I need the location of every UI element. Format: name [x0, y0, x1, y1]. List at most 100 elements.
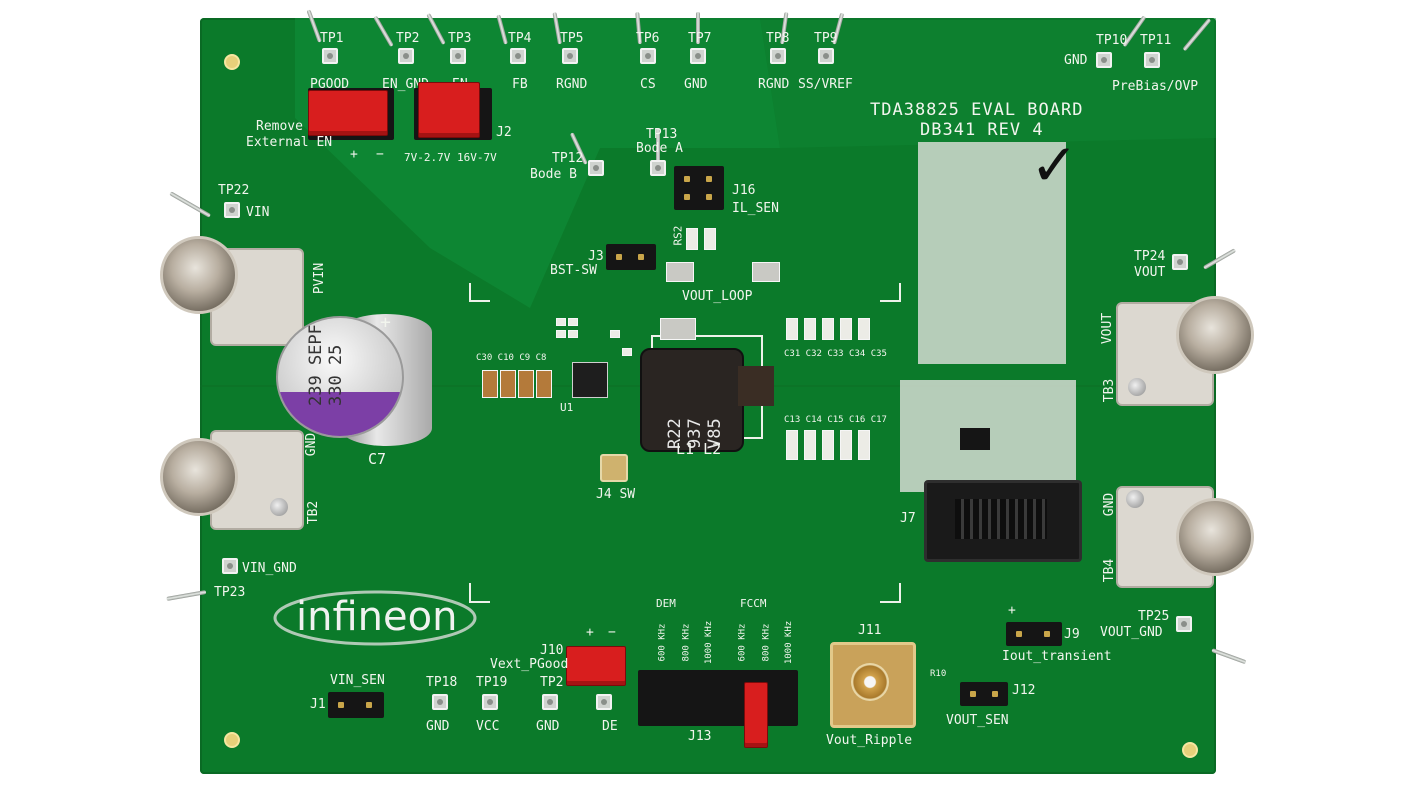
vout-sen-label: VOUT_SEN — [946, 713, 1009, 728]
tp7-pad[interactable] — [690, 48, 706, 64]
vout-loop-pad-right[interactable] — [752, 262, 780, 282]
tp1-pad[interactable] — [322, 48, 338, 64]
j10-jumper[interactable] — [566, 646, 626, 686]
c15-cap — [822, 430, 834, 460]
tp7-signal: GND — [684, 77, 708, 92]
en-jumper[interactable] — [308, 90, 388, 136]
external-en-label: External EN — [246, 135, 333, 150]
j2-jumper[interactable] — [418, 82, 480, 138]
pvin-terminal[interactable] — [160, 236, 238, 314]
tb3-screw — [1128, 378, 1146, 396]
freq-1000-fccm: 1000 KHz — [784, 620, 795, 665]
tp10-pad[interactable] — [1096, 52, 1112, 68]
freq-600-dem: 600 KHz — [657, 623, 668, 662]
tp11-signal: PreBias/OVP — [1112, 79, 1199, 94]
j16-header[interactable] — [674, 166, 724, 210]
j10-label: J10 — [540, 643, 564, 658]
tp13-pad[interactable] — [650, 160, 666, 176]
fccm-label: FCCM — [740, 597, 767, 610]
tp24-pad[interactable] — [1172, 254, 1188, 270]
j3-header[interactable] — [606, 244, 656, 270]
tp20-pad[interactable] — [542, 694, 558, 710]
vext-pgood-label: Vext_PGood — [490, 657, 569, 672]
tp21-pad[interactable] — [596, 694, 612, 710]
j4-sw-connector[interactable] — [600, 454, 628, 482]
board-revision: DB341 REV 4 — [920, 120, 1044, 140]
tp3-label: TP3 — [448, 31, 472, 46]
c9-cap — [518, 370, 534, 398]
tp20-signal: GND — [536, 719, 560, 734]
l1-inductor: R22 937 V85 — [640, 348, 744, 452]
vout-terminal[interactable] — [1176, 296, 1254, 374]
tp9-pad[interactable] — [818, 48, 834, 64]
input-caps-label: C30 C10 C9 C8 — [476, 353, 547, 363]
gnd-output-terminal[interactable] — [1176, 498, 1254, 576]
tp2-pad[interactable] — [398, 48, 414, 64]
tp23-pad[interactable] — [222, 558, 238, 574]
tp19-pad[interactable] — [482, 694, 498, 710]
c17-cap — [858, 430, 870, 460]
tp3-pad[interactable] — [450, 48, 466, 64]
tp12-pad[interactable] — [588, 160, 604, 176]
tp5-label: TP5 — [560, 31, 584, 46]
tp6-label: TP6 — [636, 31, 660, 46]
tp18-pad[interactable] — [432, 694, 448, 710]
tp25-pad[interactable] — [1176, 616, 1192, 632]
tp10-signal: GND — [1064, 53, 1088, 68]
j13-jumper[interactable] — [744, 682, 768, 748]
vout-loop-pad-left[interactable] — [666, 262, 694, 282]
infineon-logo: infineon — [296, 594, 458, 640]
output-caps-label-2: C13 C14 C15 C16 C17 — [784, 415, 887, 425]
board-title: TDA38825 EVAL BOARD — [870, 100, 1084, 120]
j1-vin-sen-header[interactable] — [328, 692, 384, 718]
j7-connector[interactable] — [924, 480, 1082, 562]
en-minus: − — [376, 147, 384, 162]
c5-cap — [622, 348, 632, 356]
tp10-label: TP10 — [1096, 33, 1128, 48]
tp22-signal: VIN — [246, 205, 270, 220]
bst-sw-label: BST-SW — [550, 263, 597, 278]
output-caps-label-1: C31 C32 C33 C34 C35 — [784, 349, 887, 359]
j12-label: J12 — [1012, 683, 1036, 698]
j2-range-label: 7V-2.7V 16V-7V — [404, 151, 497, 164]
c1-cap — [556, 318, 566, 326]
c4-cap — [610, 330, 620, 338]
j2-label: J2 — [496, 125, 512, 140]
c7-label: C7 — [368, 450, 387, 468]
freq-800-fccm: 800 KHz — [761, 623, 772, 662]
freq-800-dem: 800 KHz — [681, 623, 692, 662]
tb2-label: TB2 — [306, 500, 322, 525]
tp6-pad[interactable] — [640, 48, 656, 64]
tp4-pad[interactable] — [510, 48, 526, 64]
tp5-pad[interactable] — [562, 48, 578, 64]
tp7-pin — [696, 12, 700, 44]
gnd-input-terminal[interactable] — [160, 438, 238, 516]
rs1-resistor — [704, 228, 716, 250]
c16-cap — [840, 430, 852, 460]
r6-resistor — [568, 330, 578, 338]
tb4-label: TB4 — [1102, 558, 1118, 583]
tp24-signal: VOUT — [1134, 265, 1166, 280]
tp2-label: TP2 — [396, 31, 420, 46]
mounting-hole-bottom-left — [224, 732, 240, 748]
inductor-marking: R22 937 V85 — [665, 418, 725, 449]
j9-header[interactable] — [1006, 622, 1062, 646]
tp25-pin — [1211, 648, 1247, 665]
tp22-pad[interactable] — [224, 202, 240, 218]
tp11-pad[interactable] — [1144, 52, 1160, 68]
tp4-signal: FB — [512, 77, 528, 92]
c34-cap — [840, 318, 852, 340]
j13-header[interactable] — [638, 670, 798, 726]
tp9-signal: SS/VREF — [798, 77, 853, 92]
vout-ripple-label: Vout_Ripple — [826, 733, 913, 748]
tb2-screw — [270, 498, 288, 516]
rs2-resistor — [686, 228, 698, 250]
j3-label: J3 — [588, 249, 604, 264]
j12-header[interactable] — [960, 682, 1008, 706]
tp22-label: TP22 — [218, 183, 250, 198]
tp6-signal: CS — [640, 77, 656, 92]
check-mark: ✓ — [1030, 131, 1079, 199]
tp8-pad[interactable] — [770, 48, 786, 64]
j11-vout-ripple-connector[interactable] — [830, 642, 916, 728]
tp2-signal: EN_GND — [382, 77, 429, 92]
